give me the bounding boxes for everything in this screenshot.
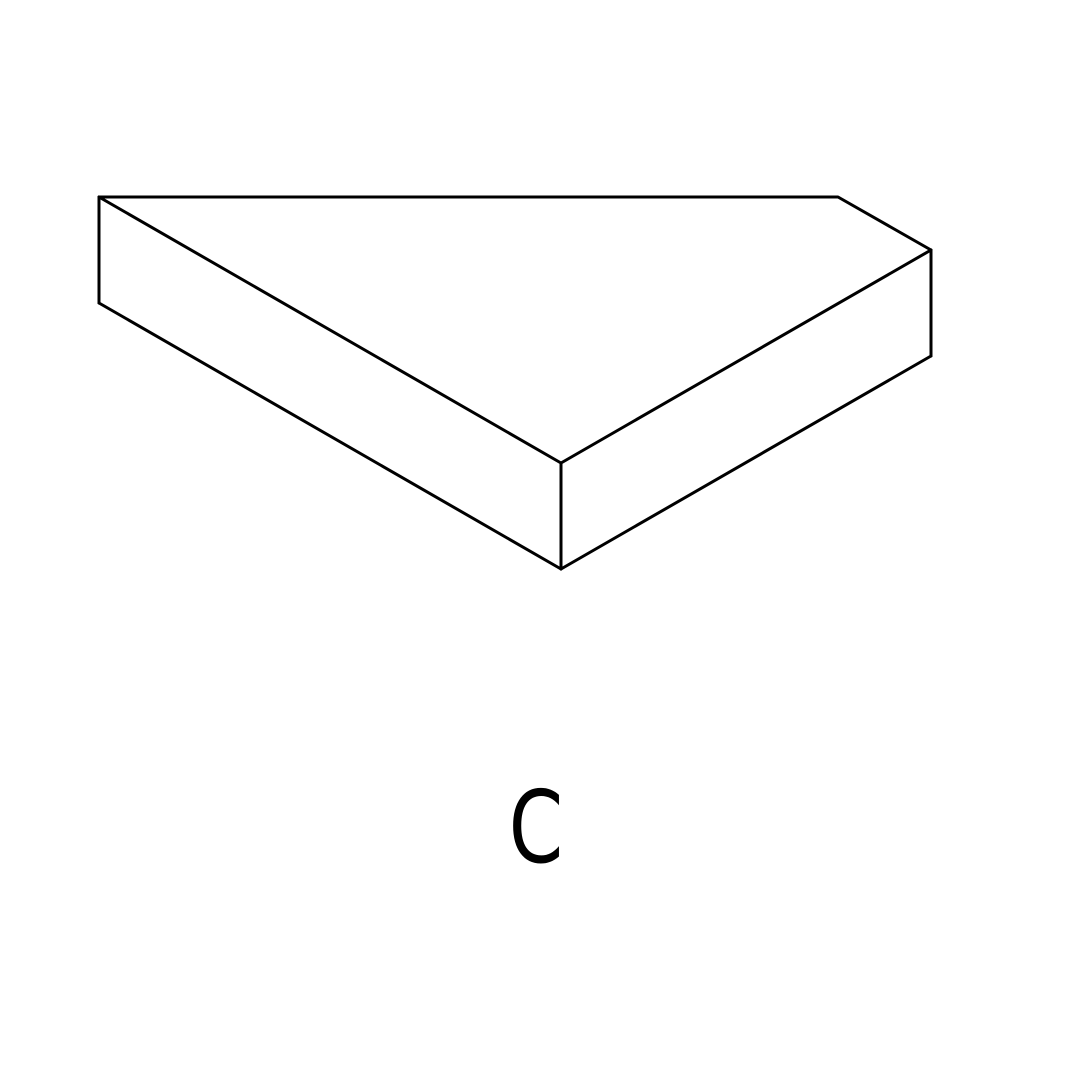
bottom-left-edge <box>97 301 563 571</box>
top-face-left-diagonal-edge <box>97 195 563 465</box>
figure-label: C <box>509 771 563 887</box>
top-face-back-edge <box>97 195 933 252</box>
bottom-right-edge <box>559 354 933 571</box>
triangular-prism <box>97 195 933 571</box>
top-face-right-diagonal-edge <box>559 248 933 465</box>
